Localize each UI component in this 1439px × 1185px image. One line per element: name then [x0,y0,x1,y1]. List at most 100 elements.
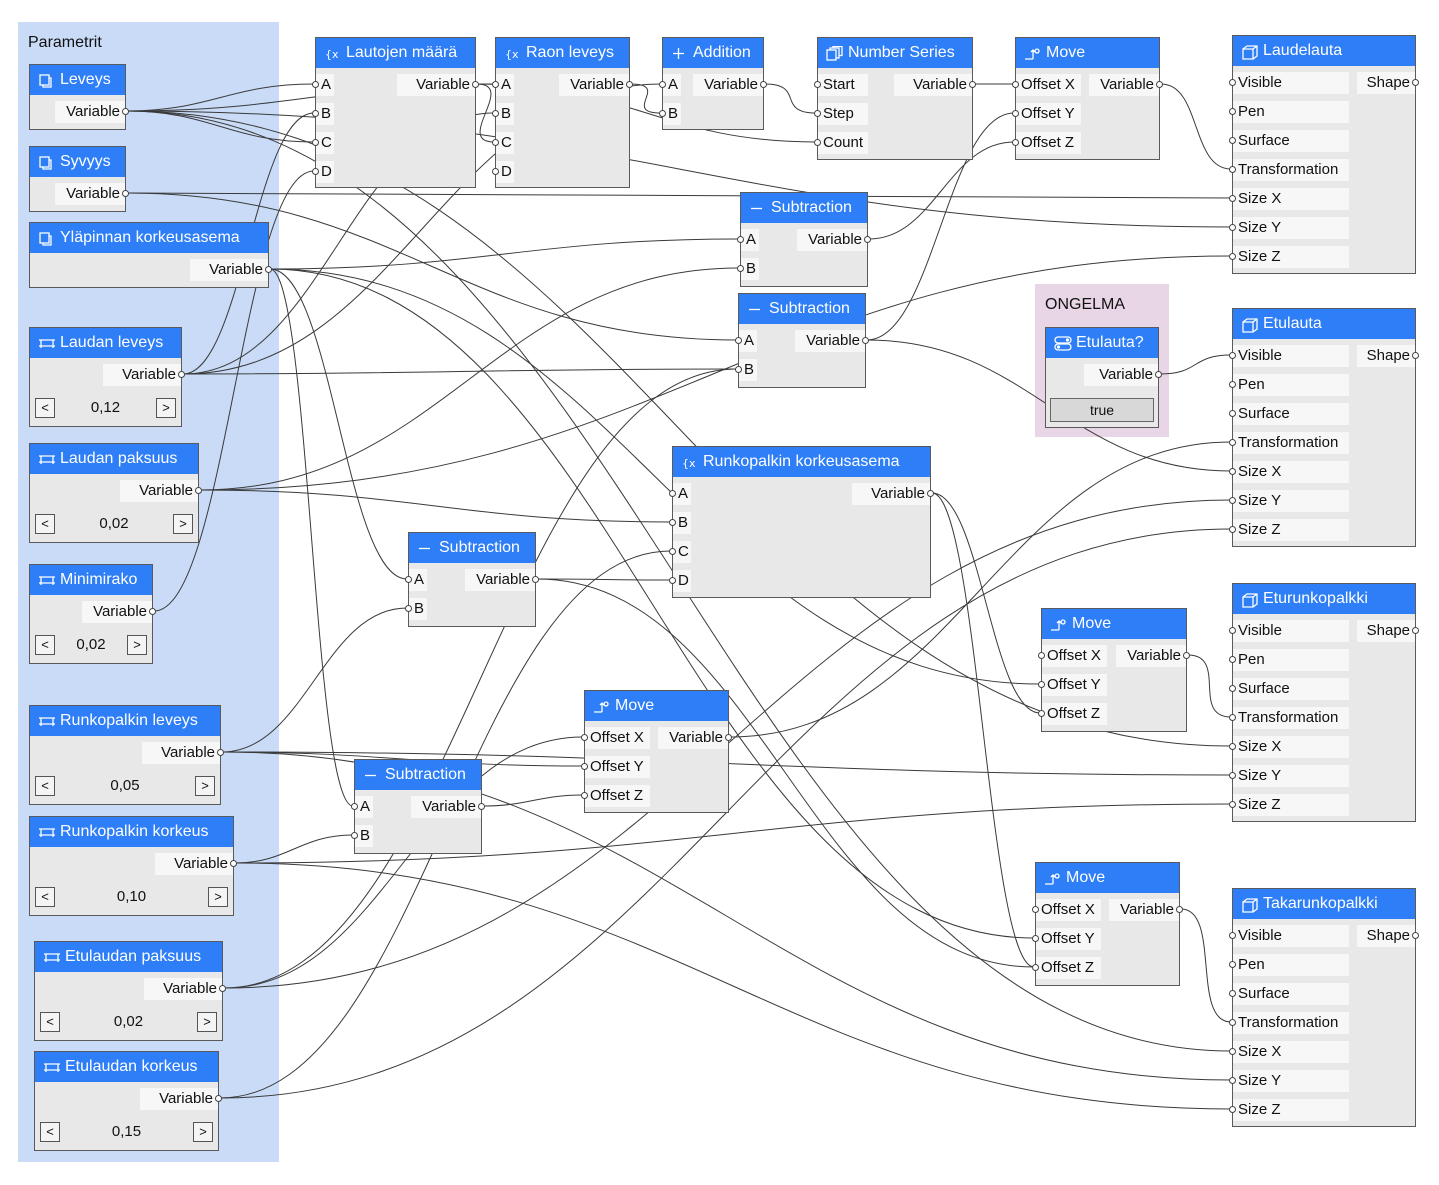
input-port[interactable] [312,168,319,175]
slider-value[interactable]: 0,12 [90,399,121,416]
output-port[interactable] [178,371,185,378]
slider-decrement-button[interactable]: < [35,776,55,796]
node-header[interactable]: Etulaudan paksuus [35,942,222,972]
input-port[interactable] [1229,439,1236,446]
input-port[interactable] [1229,714,1236,721]
input-port[interactable] [1032,935,1039,942]
input-port[interactable] [351,803,358,810]
slider-decrement-button[interactable]: < [35,514,55,534]
input-port[interactable] [1229,79,1236,86]
input-port[interactable] [351,832,358,839]
slider-value[interactable]: 0,10 [116,888,147,905]
input-port[interactable] [1229,253,1236,260]
input-port[interactable] [581,734,588,741]
output-port[interactable] [927,490,934,497]
slider-increment-button[interactable]: > [127,635,147,655]
slider-decrement-button[interactable]: < [40,1012,60,1032]
node-header[interactable]: Etulaudan korkeus [35,1052,218,1082]
input-port[interactable] [581,763,588,770]
output-port[interactable] [862,337,869,344]
input-port[interactable] [737,236,744,243]
node-header[interactable]: {x}Runkopalkin korkeusasema [673,447,930,477]
input-port[interactable] [669,519,676,526]
input-port[interactable] [1229,1019,1236,1026]
node-header[interactable]: Subtraction [741,193,867,223]
node-header[interactable]: Takarunkopalkki [1233,889,1415,919]
input-port[interactable] [1229,410,1236,417]
output-port[interactable] [532,576,539,583]
output-port[interactable] [760,81,767,88]
input-port[interactable] [659,110,666,117]
boolean-toggle-button[interactable]: true [1050,398,1154,422]
input-port[interactable] [492,139,499,146]
slider-increment-button[interactable]: > [197,1012,217,1032]
input-port[interactable] [492,168,499,175]
slider-value[interactable]: 0,02 [99,515,129,532]
input-port[interactable] [814,139,821,146]
node-header[interactable]: Move [1042,609,1186,639]
node-header[interactable]: Addition [663,38,763,68]
input-port[interactable] [1229,497,1236,504]
output-port[interactable] [1176,906,1183,913]
input-port[interactable] [1012,110,1019,117]
slider-value[interactable]: 0,15 [111,1123,142,1140]
slider-decrement-button[interactable]: < [35,887,55,907]
input-port[interactable] [1038,652,1045,659]
input-port[interactable] [735,337,742,344]
output-port[interactable] [122,108,129,115]
input-port[interactable] [492,110,499,117]
node-header[interactable]: Move [585,691,728,721]
node-header[interactable]: Subtraction [409,533,535,563]
input-port[interactable] [312,110,319,117]
slider-decrement-button[interactable]: < [40,1122,60,1142]
node-header[interactable]: Move [1016,38,1159,68]
input-port[interactable] [312,81,319,88]
node-header[interactable]: Eturunkopalkki [1233,584,1415,614]
slider-increment-button[interactable]: > [193,1122,213,1142]
input-port[interactable] [405,605,412,612]
node-header[interactable]: Yläpinnan korkeusasema [30,223,268,253]
output-port[interactable] [864,236,871,243]
input-port[interactable] [1229,1106,1236,1113]
input-port[interactable] [1038,681,1045,688]
node-header[interactable]: Laudan leveys [30,328,181,358]
slider-decrement-button[interactable]: < [35,398,55,418]
node-header[interactable]: Minimirako [30,565,152,595]
input-port[interactable] [735,366,742,373]
input-port[interactable] [1012,139,1019,146]
output-port[interactable] [1412,932,1419,939]
node-header[interactable]: Leveys [30,65,125,95]
output-port[interactable] [1156,81,1163,88]
output-port[interactable] [1412,79,1419,86]
input-port[interactable] [1229,468,1236,475]
input-port[interactable] [1229,381,1236,388]
input-port[interactable] [312,139,319,146]
output-port[interactable] [626,81,633,88]
output-port[interactable] [969,81,976,88]
output-port[interactable] [219,985,226,992]
input-port[interactable] [737,265,744,272]
node-header[interactable]: Number Series [818,38,972,68]
output-port[interactable] [265,266,272,273]
